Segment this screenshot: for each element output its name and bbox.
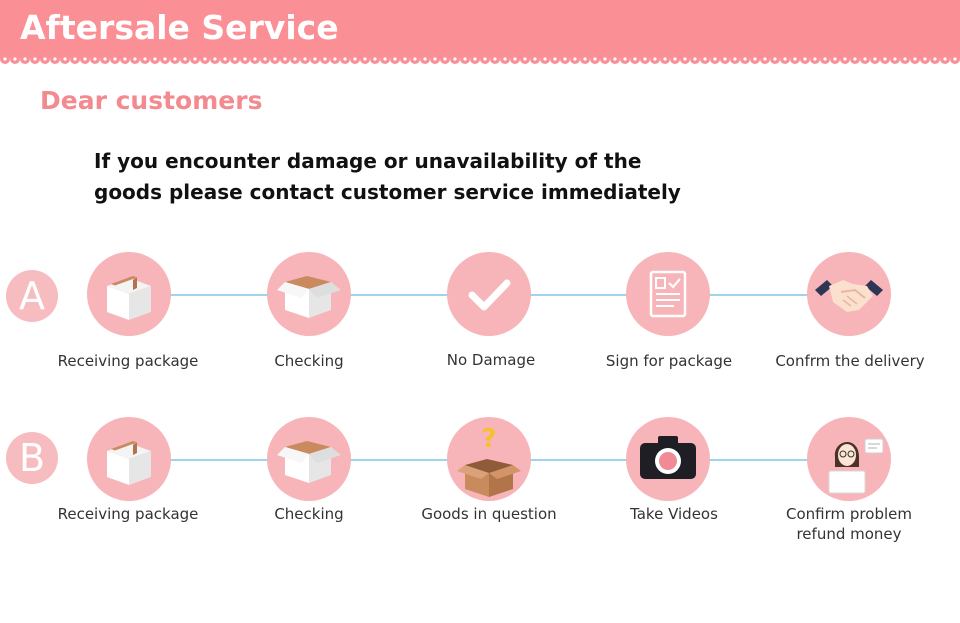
svg-text:?: ? xyxy=(481,424,496,454)
step-a4 xyxy=(626,252,710,336)
camera-icon xyxy=(640,436,696,479)
step-a3 xyxy=(447,252,531,336)
signed-form-icon xyxy=(649,270,687,318)
row-b-badge: B xyxy=(6,432,58,484)
step-b1-label: Receiving package xyxy=(57,505,199,523)
step-a1 xyxy=(87,252,171,336)
closed-box-icon xyxy=(107,441,151,485)
support-agent-icon xyxy=(828,438,884,494)
handshake-icon xyxy=(815,280,883,312)
row-a-badge: A xyxy=(6,270,58,322)
step-a5 xyxy=(807,252,891,336)
notice-line-2: goods please contact customer service im… xyxy=(94,180,681,204)
header-banner: Aftersale Service xyxy=(0,0,960,58)
step-b5-label: Confirm problem refund money xyxy=(786,505,912,543)
step-b3: ? xyxy=(447,417,531,501)
step-a2 xyxy=(267,252,351,336)
banner-title: Aftersale Service xyxy=(20,8,339,47)
step-a3-label: No Damage xyxy=(446,351,536,369)
question-box-icon: ? xyxy=(457,424,521,497)
step-b4-label: Take Videos xyxy=(630,505,718,523)
checkmark-icon xyxy=(468,279,511,311)
closed-box-icon xyxy=(107,276,151,320)
step-b2 xyxy=(267,417,351,501)
greeting-title: Dear customers xyxy=(40,86,263,115)
step-a5-label: Confrm the delivery xyxy=(775,352,925,370)
lace-border xyxy=(0,54,960,64)
step-a4-label: Sign for package xyxy=(605,352,733,370)
open-box-icon xyxy=(277,276,341,318)
step-b3-label: Goods in question xyxy=(421,505,557,523)
step-a1-label: Receiving package xyxy=(57,352,199,370)
step-b2-label: Checking xyxy=(274,505,344,523)
step-b5 xyxy=(807,417,891,501)
notice-line-1: If you encounter damage or unavailabilit… xyxy=(94,149,642,173)
open-box-icon xyxy=(277,441,341,483)
step-b1 xyxy=(87,417,171,501)
step-b4 xyxy=(626,417,710,501)
notice-text: If you encounter damage or unavailabilit… xyxy=(94,146,714,208)
step-a2-label: Checking xyxy=(274,352,344,370)
